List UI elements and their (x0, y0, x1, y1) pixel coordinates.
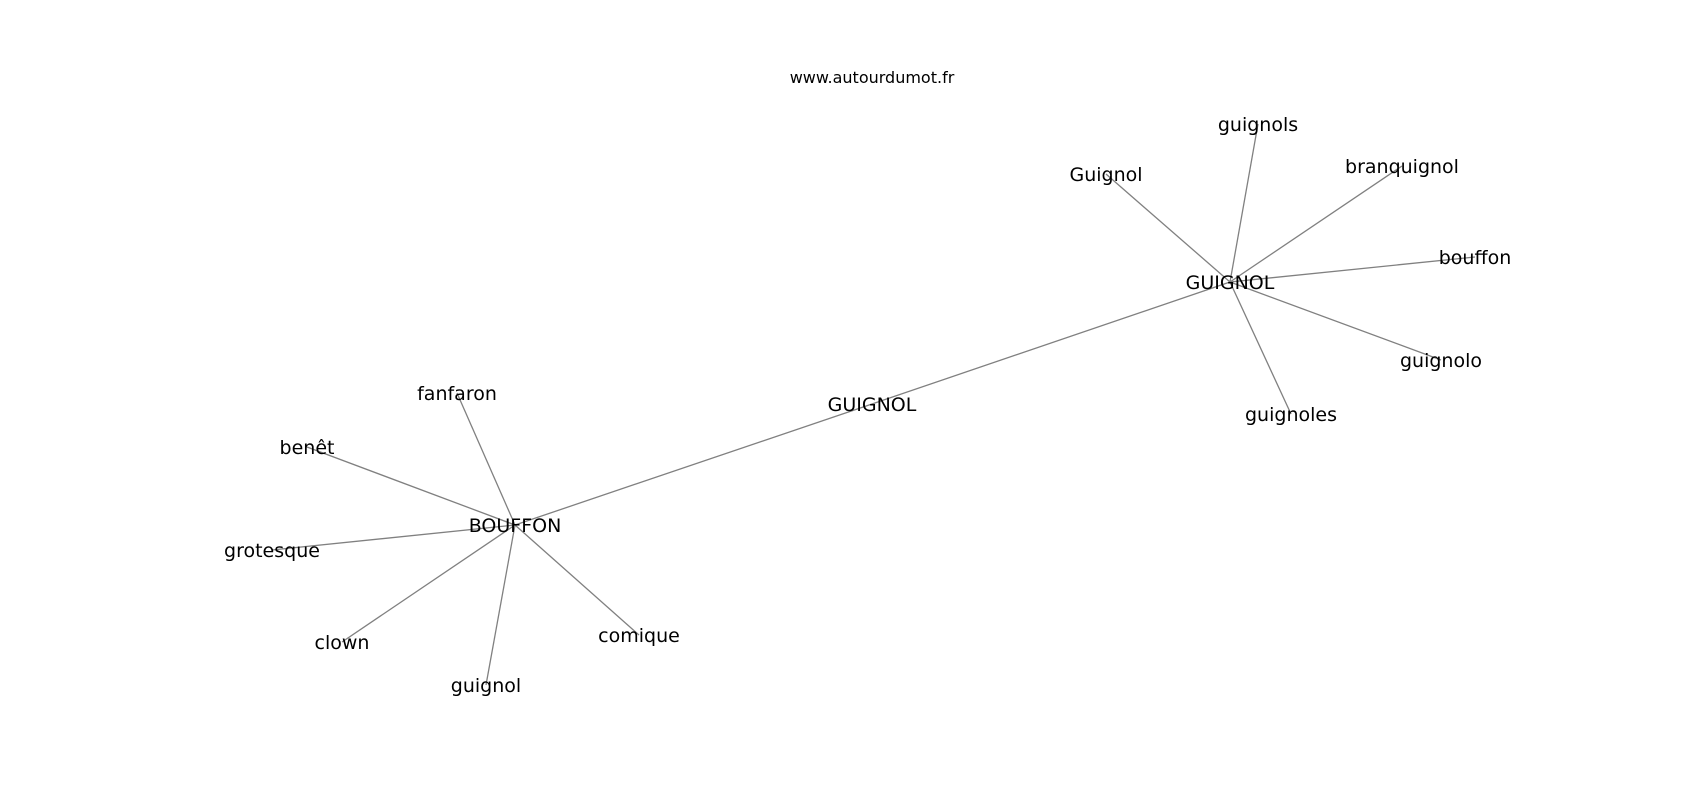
edge-hub-guignol-to-leaf-Guignol (1105, 173, 1231, 283)
node-center-label: GUIGNOL (828, 394, 917, 416)
edge-hub-guignol-to-leaf-bouffon (1229, 256, 1476, 283)
node-hub-bouffon-label: BOUFFON (469, 515, 562, 537)
edge-hub-guignol-to-leaf-branquignol (1229, 165, 1403, 283)
node-leaf-Guignol-label: Guignol (1069, 164, 1142, 186)
edge-hub-bouffon-to-leaf-clown (341, 524, 516, 643)
node-leaf-grotesque-label: grotesque (224, 540, 320, 562)
node-leaf-benet-label: benêt (280, 437, 335, 459)
node-leaf-comique-label: comique (598, 625, 680, 647)
diagram-labels: www.autourdumot.fr GUIGNOL GUIGNOL BOUFFON… (224, 68, 1511, 697)
edge-center-to-hub-guignol (871, 281, 1231, 405)
node-leaf-guignoles-label: guignoles (1245, 404, 1337, 426)
edge-hub-bouffon-to-leaf-comique (514, 524, 640, 636)
node-leaf-fanfaron-label: fanfaron (417, 383, 497, 405)
edge-hub-bouffon-to-leaf-benet (306, 446, 516, 526)
edge-hub-guignol-to-leaf-guignols (1229, 123, 1259, 283)
edge-hub-bouffon-to-leaf-guignol (485, 524, 516, 686)
node-leaf-bouffon-label: bouffon (1439, 247, 1511, 269)
node-hub-guignol-label: GUIGNOL (1186, 272, 1275, 294)
edge-center-to-hub-bouffon (514, 403, 873, 526)
site-watermark: www.autourdumot.fr (790, 68, 955, 87)
node-leaf-clown-label: clown (315, 632, 370, 654)
edge-hub-bouffon-to-leaf-fanfaron (456, 392, 516, 526)
node-leaf-guignols-label: guignols (1218, 114, 1298, 136)
edge-hub-bouffon-to-leaf-grotesque (271, 524, 516, 551)
node-leaf-guignolo-label: guignolo (1400, 350, 1482, 372)
node-leaf-guignol-label: guignol (451, 675, 521, 697)
edge-hub-guignol-to-leaf-guignolo (1229, 281, 1442, 361)
edge-hub-guignol-to-leaf-guignoles (1229, 281, 1292, 415)
node-leaf-branquignol-label: branquignol (1345, 156, 1459, 178)
diagram-edges (271, 123, 1476, 686)
